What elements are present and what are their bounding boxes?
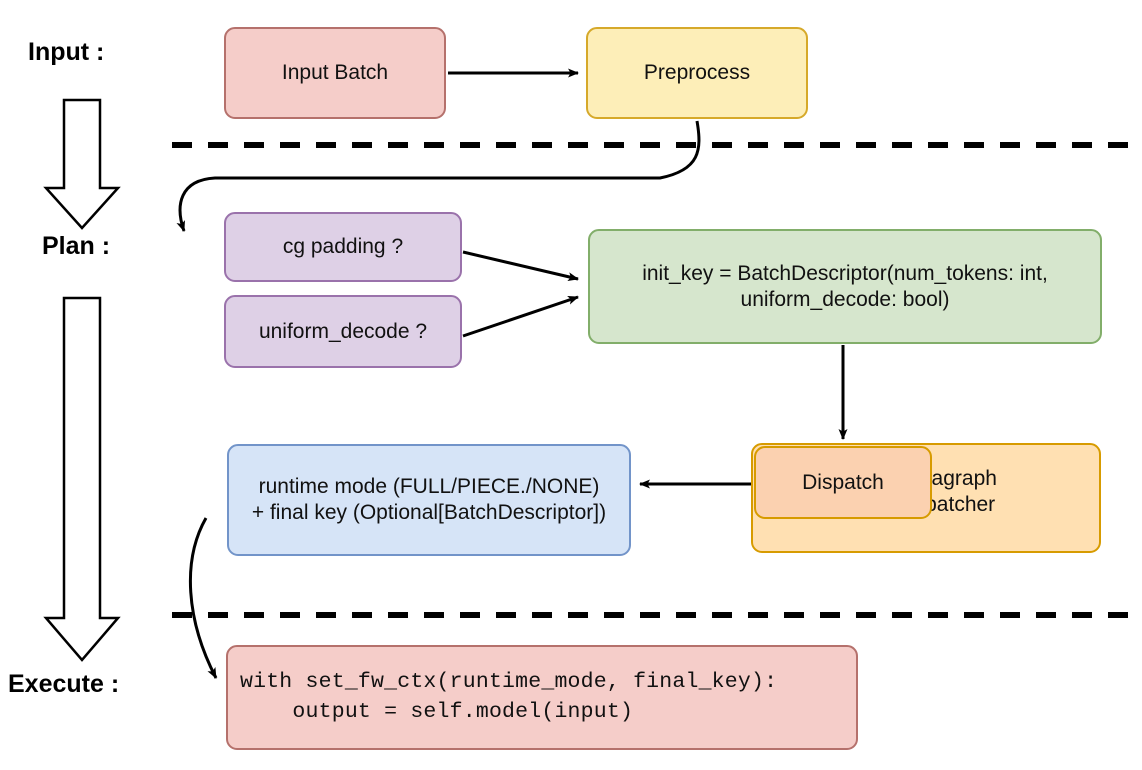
node-input-batch-label: Input Batch xyxy=(281,61,389,85)
node-execute-code-text: with set_fw_ctx(runtime_mode, final_key)… xyxy=(240,670,778,724)
connector-runtime-mode-to-execute-code xyxy=(188,517,218,679)
stage-label-plan: Plan : xyxy=(42,232,111,260)
node-execute-code[interactable]: with set_fw_ctx(runtime_mode, final_key)… xyxy=(226,645,858,750)
node-dispatch[interactable]: Dispatch xyxy=(754,446,932,519)
node-init-key[interactable]: init_key = BatchDescriptor(num_tokens: i… xyxy=(588,229,1102,344)
stage-label-input: Input : xyxy=(28,38,105,66)
node-input-batch[interactable]: Input Batch xyxy=(224,27,446,119)
connector-uniform-decode-to-init-key xyxy=(462,295,579,338)
node-cg-padding-label: cg padding ? xyxy=(282,235,404,259)
connector-cg-padding-to-init-key xyxy=(462,250,579,282)
node-dispatch-label: Dispatch xyxy=(802,470,884,494)
connector-preprocess-to-cg-padding xyxy=(176,120,701,232)
node-uniform-decode-label: uniform_decode ? xyxy=(258,319,428,343)
node-init-key-label: init_key = BatchDescriptor(num_tokens: i… xyxy=(642,261,1048,311)
stage-label-execute: Execute : xyxy=(8,670,120,698)
node-uniform-decode[interactable]: uniform_decode ? xyxy=(224,295,462,368)
node-preprocess[interactable]: Preprocess xyxy=(586,27,808,119)
node-preprocess-label: Preprocess xyxy=(643,61,751,85)
node-runtime-mode-label: runtime mode (FULL/PIECE./NONE) + final … xyxy=(251,475,607,524)
node-runtime-mode[interactable]: runtime mode (FULL/PIECE./NONE) + final … xyxy=(227,444,631,556)
plan-to-execute-block-arrow xyxy=(43,296,121,662)
node-cg-padding[interactable]: cg padding ? xyxy=(224,212,462,282)
input-to-plan-block-arrow xyxy=(43,98,121,230)
